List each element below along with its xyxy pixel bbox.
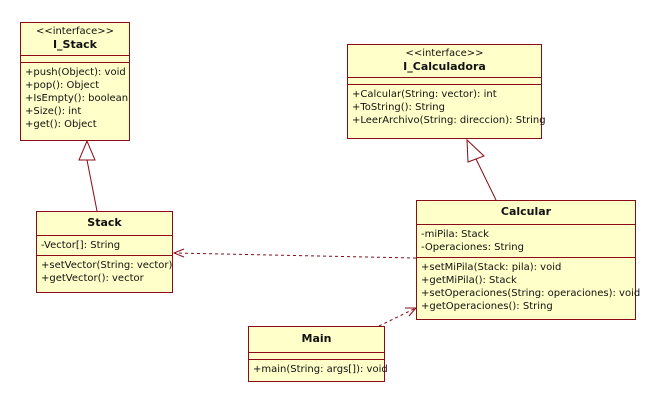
class-header: <<interface>> I_Stack — [21, 23, 129, 56]
calcular-class-box[interactable]: Calcular -miPila: Stack -Operaciones: St… — [416, 200, 641, 320]
method-item: +getMiPila(): Stack — [421, 275, 517, 286]
method-item: +IsEmpty(): boolean — [25, 93, 129, 104]
i-calculadora-interface-box[interactable]: <<interface>> I_Calculadora +Calcular(St… — [347, 44, 546, 139]
attribute-item: -Vector[]: String — [41, 240, 121, 251]
methods-section: +setVector(String: vector) +getVector():… — [37, 256, 172, 288]
method-item: +get(): Object — [25, 119, 97, 130]
method-item: +pop(): Object — [25, 80, 100, 91]
stack-realization-line — [86, 159, 98, 212]
i-stack-realization-arrowhead — [78, 139, 96, 161]
i-stack-interface-box[interactable]: <<interface>> I_Stack +push(Object): voi… — [20, 22, 130, 141]
main-calcular-dependency-line — [378, 307, 417, 327]
methods-section: +setMiPila(Stack: pila): void +getMiPila… — [417, 258, 641, 316]
class-name: Main — [301, 332, 332, 345]
method-item: +setVector(String: vector) — [41, 260, 173, 271]
methods-section: +push(Object): void +pop(): Object +IsEm… — [21, 63, 129, 134]
class-name: Stack — [87, 216, 122, 229]
method-item: +getVector(): vector — [41, 273, 144, 284]
class-name: I_Stack — [52, 38, 98, 51]
method-item: +push(Object): void — [25, 67, 126, 78]
stack-dependency-arrowhead — [172, 248, 185, 258]
method-item: +getOperaciones(): String — [421, 301, 553, 312]
attributes-section: -Vector[]: String — [37, 236, 172, 256]
method-item: +main(String: args[]): void — [253, 364, 388, 375]
calcular-realization-line — [475, 158, 497, 201]
stereotype-label: <<interface>> — [405, 48, 484, 59]
methods-section: +Calcular(String: vector): int +ToString… — [348, 85, 546, 130]
class-header: Calcular — [417, 201, 635, 225]
attributes-section — [249, 353, 384, 360]
methods-section: +main(String: args[]): void — [249, 360, 388, 379]
class-header: Main — [249, 327, 384, 353]
attributes-section — [348, 78, 541, 85]
attributes-section: -miPila: Stack -Operaciones: String — [417, 225, 635, 258]
stereotype-label: <<interface>> — [35, 26, 115, 37]
method-item: +setMiPila(Stack: pila): void — [421, 262, 562, 273]
method-item: +setOperaciones(String: operaciones): vo… — [421, 288, 641, 299]
class-header: <<interface>> I_Calculadora — [348, 45, 541, 78]
method-item: +LeerArchivo(String: direccion): String — [352, 115, 546, 126]
calcular-stack-dependency-line — [173, 252, 417, 259]
class-name: I_Calculadora — [403, 60, 486, 73]
attribute-item: -Operaciones: String — [421, 242, 524, 253]
method-item: +ToString(): String — [352, 102, 445, 113]
i-calculadora-realization-arrowhead — [466, 138, 485, 163]
stack-class-box[interactable]: Stack -Vector[]: String +setVector(Strin… — [36, 211, 173, 293]
class-name: Calcular — [500, 205, 552, 218]
method-item: +Size(): int — [25, 106, 82, 117]
class-header: Stack — [37, 212, 172, 236]
attributes-section — [21, 56, 129, 63]
method-item: +Calcular(String: vector): int — [352, 89, 497, 100]
attribute-item: -miPila: Stack — [421, 229, 489, 240]
main-class-box[interactable]: Main +main(String: args[]): void — [248, 326, 388, 382]
